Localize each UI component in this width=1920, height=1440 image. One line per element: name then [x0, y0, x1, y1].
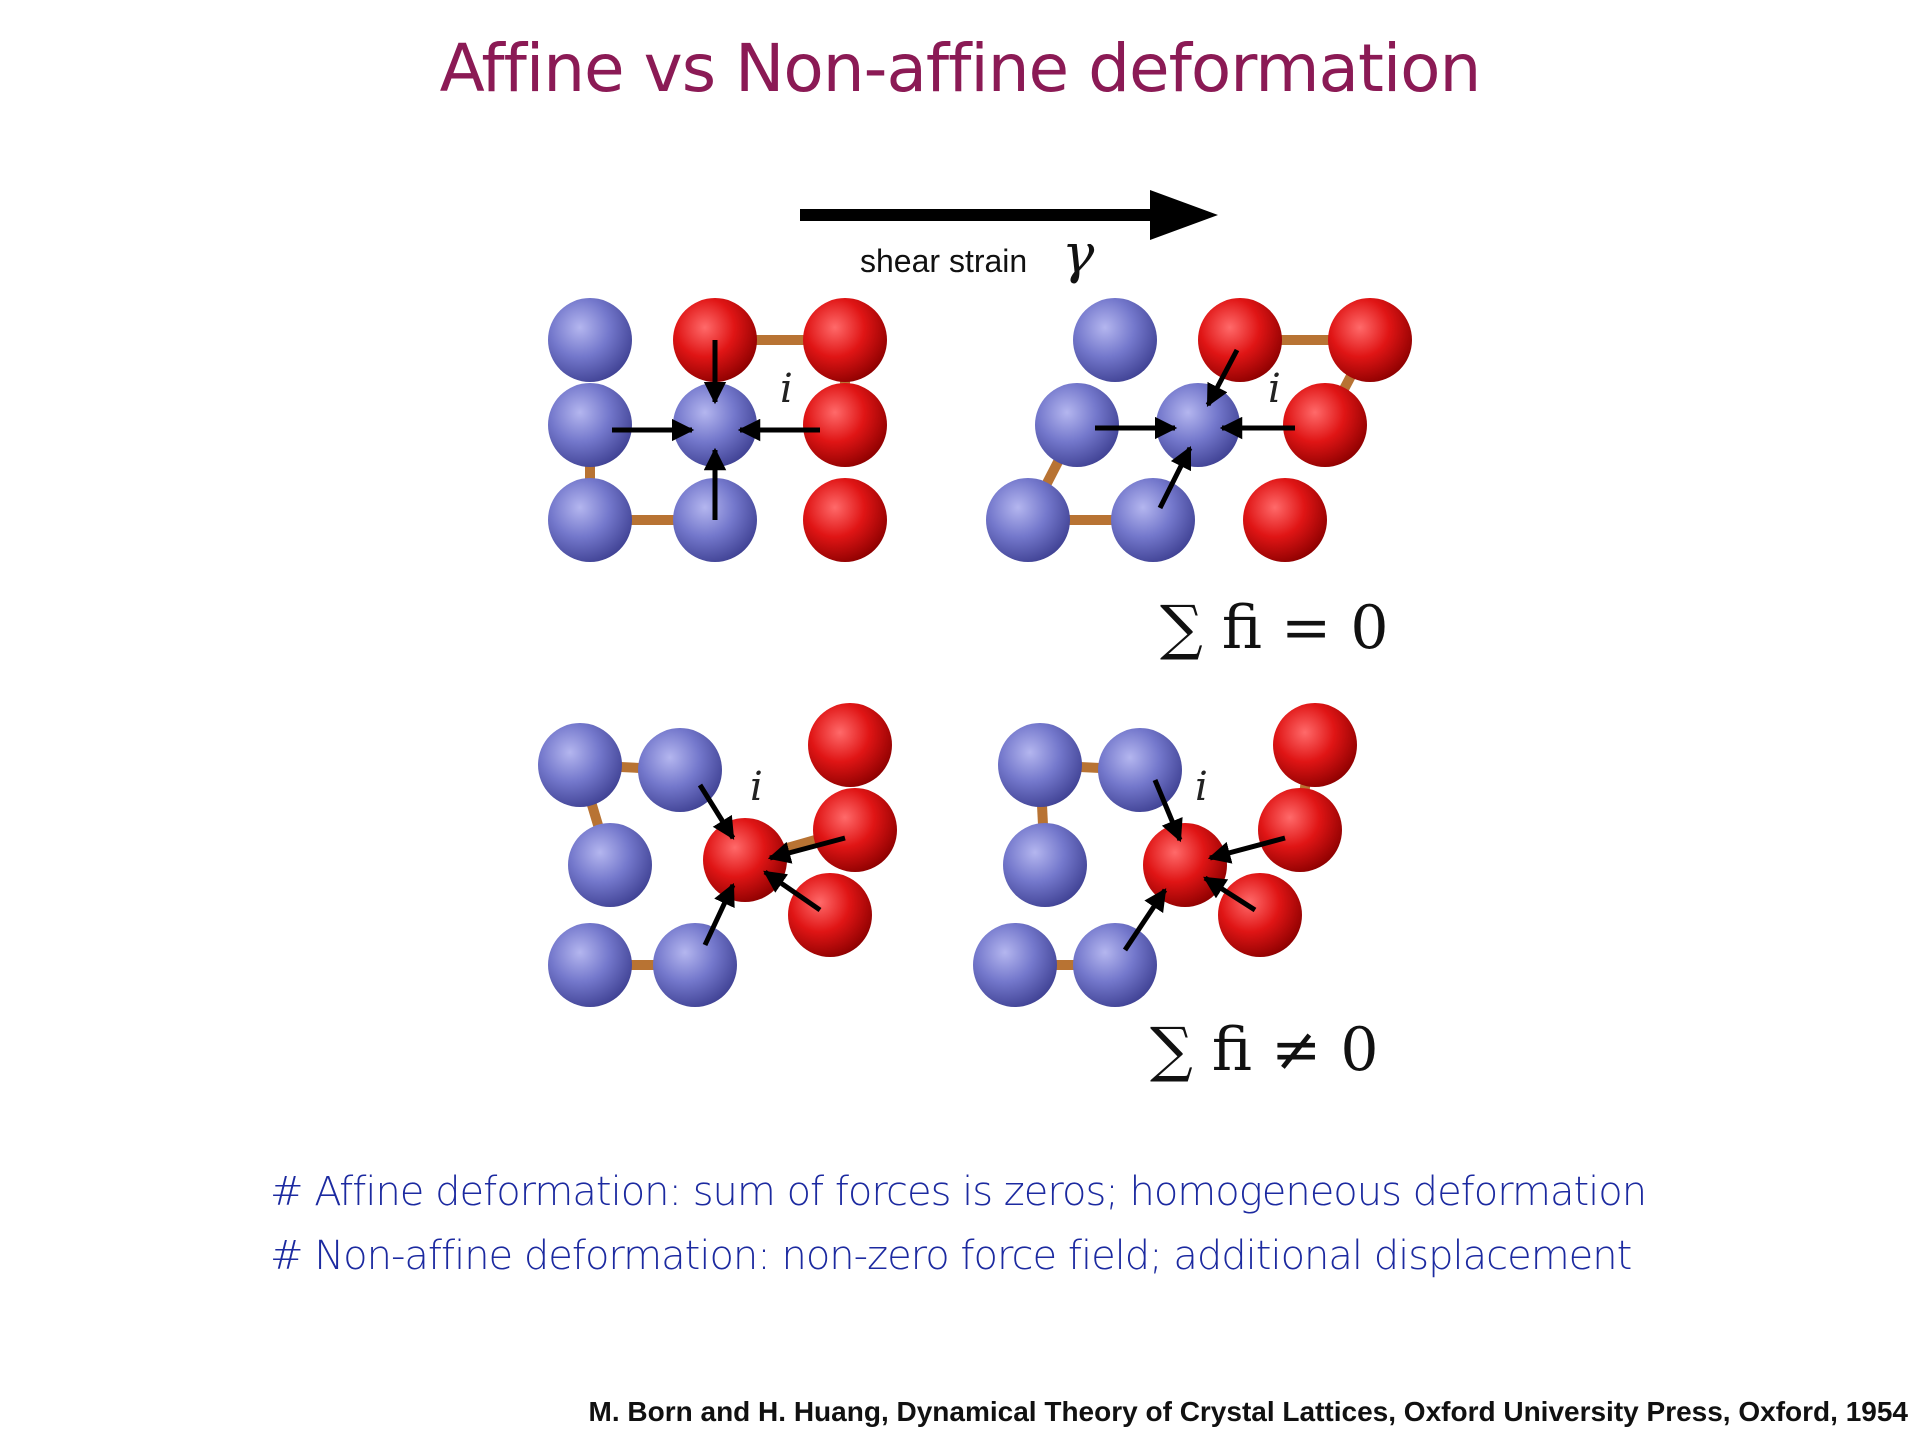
force-arrows [1095, 348, 1295, 510]
red-atom [1198, 298, 1282, 382]
blue-atom [1003, 823, 1087, 907]
force-arrows [1122, 779, 1286, 952]
atom-i-label: i [1268, 366, 1281, 412]
blue-atom [568, 823, 652, 907]
panel-top-right: i [986, 298, 1412, 562]
panel-top-left: i [548, 298, 887, 562]
citation: M. Born and H. Huang, Dynamical Theory o… [588, 1396, 1908, 1427]
blue-atom [998, 723, 1082, 807]
blue-atom [1073, 923, 1157, 1007]
panel-bottom-right: i [973, 703, 1357, 1007]
blue-atom [1098, 728, 1182, 812]
red-atom [803, 478, 887, 562]
blue-atom [548, 383, 632, 467]
red-atom [803, 383, 887, 467]
blue-atom [653, 923, 737, 1007]
shear-strain-arrow [800, 190, 1218, 240]
blue-atom [1111, 478, 1195, 562]
blue-atom [548, 923, 632, 1007]
force-arrows [697, 783, 846, 947]
red-atom [1218, 873, 1302, 957]
red-atom [788, 873, 872, 957]
bullet-nonaffine: # Non-affine deformation: non-zero force… [270, 1233, 1632, 1279]
blue-atom [1073, 298, 1157, 382]
shear-strain-symbol: γ [1062, 222, 1095, 285]
affine-equation: ∑ fi = 0 [1160, 593, 1389, 663]
blue-atom-i [1156, 383, 1240, 467]
red-atom [1283, 383, 1367, 467]
panel-bottom-left: i [538, 703, 897, 1007]
red-atom [803, 298, 887, 382]
shear-strain-label: shear strain [860, 243, 1027, 279]
red-atom [1243, 478, 1327, 562]
bullet-affine: # Affine deformation: sum of forces is z… [270, 1169, 1647, 1215]
blue-atom [973, 923, 1057, 1007]
blue-atom [548, 298, 632, 382]
red-atom-i [703, 818, 787, 902]
atom-i-label: i [750, 764, 763, 810]
blue-atom [548, 478, 632, 562]
atom-i-label: i [1195, 764, 1208, 810]
red-atom [813, 788, 897, 872]
red-atom [1328, 298, 1412, 382]
atom-i-label: i [780, 366, 793, 412]
force-arrows [612, 340, 820, 520]
blue-atom-i [673, 383, 757, 467]
red-atom-i [1143, 823, 1227, 907]
blue-atom [986, 478, 1070, 562]
bullet-list: # Affine deformation: sum of forces is z… [270, 1160, 1770, 1288]
blue-atom [1035, 383, 1119, 467]
red-atom [808, 703, 892, 787]
slide-title: Affine vs Non-affine deformation [439, 30, 1482, 107]
nonaffine-equation: ∑ fi ≠ 0 [1150, 1015, 1379, 1085]
red-atom [1273, 703, 1357, 787]
blue-atom [538, 723, 622, 807]
red-atom [1258, 788, 1342, 872]
